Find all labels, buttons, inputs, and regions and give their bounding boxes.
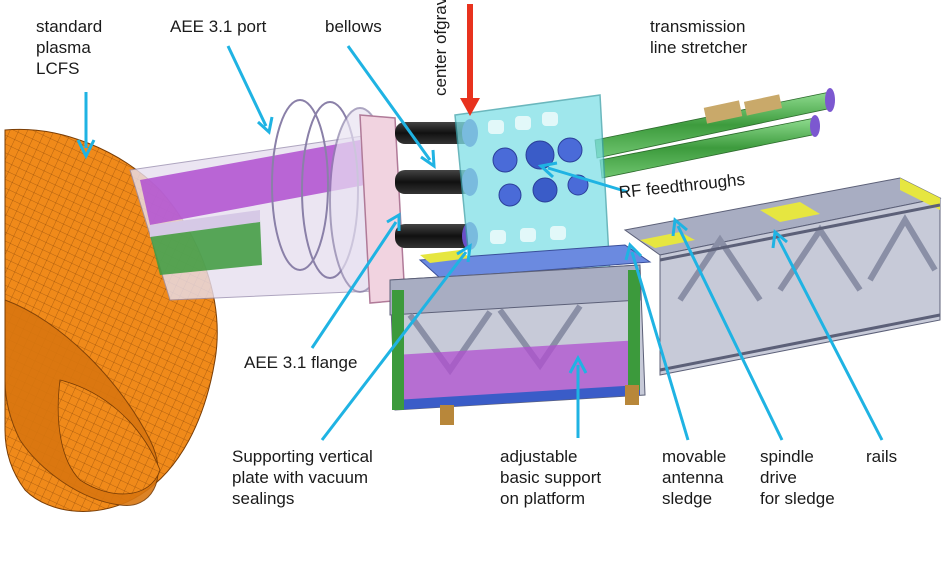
- transmission-line-stretcher: [594, 88, 835, 179]
- leader-rf: [547, 166, 629, 194]
- label-rails: rails: [866, 447, 898, 466]
- leader-bellows: [346, 45, 432, 161]
- support-frame: [389, 264, 646, 425]
- label-bellows: bellows: [325, 17, 382, 36]
- leader-lcfs-head: [76, 139, 96, 160]
- label-cog: center ofgravity: [431, 0, 450, 96]
- leader-port: [226, 45, 268, 127]
- leader-spindle: [676, 225, 784, 441]
- leader-flange: [310, 221, 398, 349]
- leader-lines: [76, 45, 884, 441]
- leader-plate: [320, 251, 468, 441]
- label-port: AEE 3.1 port: [170, 17, 267, 36]
- label-flange: AEE 3.1 flange: [244, 353, 358, 372]
- rf-feedthroughs: [492, 137, 589, 207]
- leader-sledge: [630, 251, 690, 441]
- rail-platform: [623, 177, 942, 376]
- aee-port: [129, 99, 396, 301]
- cog-arrow: [460, 4, 480, 116]
- leader-rails: [776, 237, 884, 441]
